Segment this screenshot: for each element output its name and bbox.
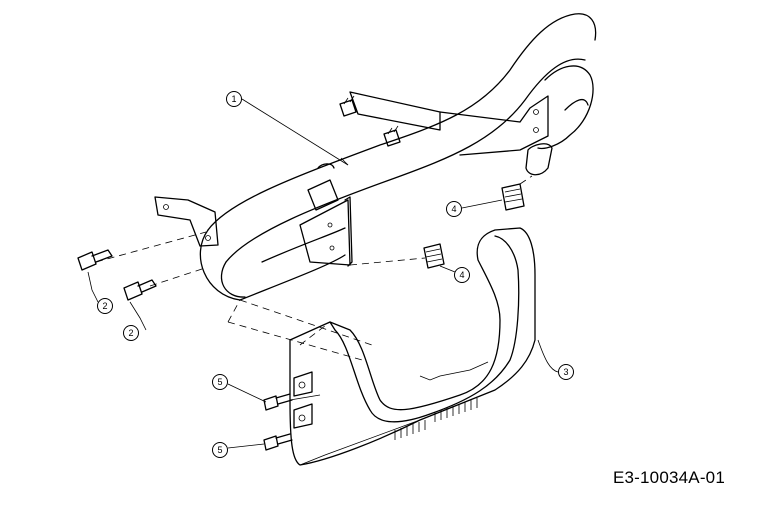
bumper-frame	[154, 13, 597, 301]
callout-5b-label: 5	[217, 445, 222, 455]
callout-3: 3	[558, 364, 574, 380]
callout-2a-label: 2	[102, 301, 107, 311]
callout-4a: 4	[446, 201, 462, 217]
assembly-dashed-lines	[95, 175, 533, 361]
bolts-part-2	[77, 249, 157, 331]
callout-5a-label: 5	[217, 377, 222, 387]
callout-2b-label: 2	[128, 328, 133, 338]
screws-part-5	[227, 383, 293, 451]
callout-1: 1	[226, 91, 242, 107]
callout-2b: 2	[123, 325, 139, 341]
diagram-part-number: E3-10034A-01	[612, 468, 725, 487]
callout-4a-label: 4	[451, 204, 456, 214]
end-plugs-part-4	[423, 183, 525, 273]
callout-5a: 5	[212, 374, 228, 390]
callout-2a: 2	[97, 298, 113, 314]
bumper-pad	[289, 227, 559, 466]
callout-4b-label: 4	[459, 270, 464, 280]
callout-1-label: 1	[231, 94, 236, 104]
callout-5b: 5	[212, 442, 228, 458]
pad-ribs	[394, 361, 489, 440]
callout-4b: 4	[454, 267, 470, 283]
callout-3-label: 3	[563, 367, 568, 377]
